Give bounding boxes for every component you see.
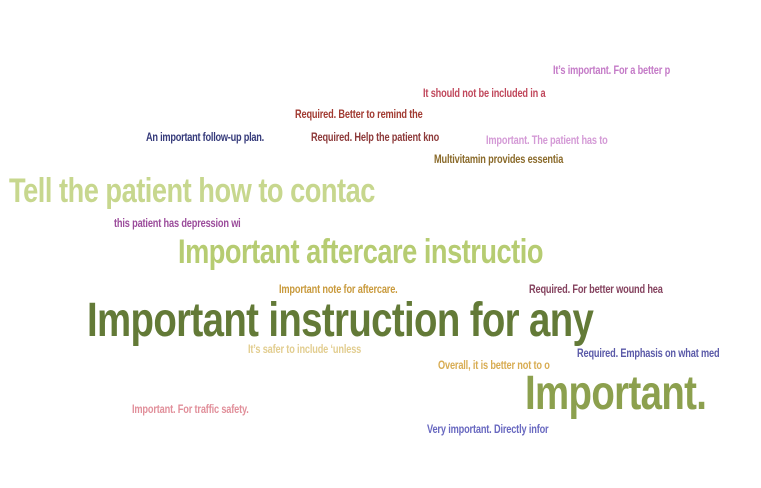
- word-cloud-word: Required. Better to remind the: [295, 109, 423, 121]
- word-cloud-word: Important. The patient has to: [486, 135, 608, 147]
- word-cloud-word: Important.: [525, 367, 707, 420]
- word-cloud-word: Tell the patient how to contac: [9, 172, 375, 210]
- word-cloud-word: It’s safer to include ‘unless: [248, 344, 362, 356]
- word-cloud-word: Important aftercare instructio: [178, 233, 543, 271]
- word-cloud-word: Important instruction for any: [87, 294, 594, 347]
- word-cloud-word: Required. Help the patient kno: [311, 132, 440, 144]
- word-cloud-word: Overall, it is better not to o: [438, 360, 550, 372]
- word-cloud-word: Important note for aftercare.: [279, 284, 398, 296]
- word-cloud-word: Required. For better wound hea: [529, 284, 663, 296]
- word-cloud-word: Very important. Directly infor: [427, 424, 549, 436]
- word-cloud-word: this patient has depression wi: [114, 218, 241, 230]
- word-cloud-word: It should not be included in a: [423, 88, 546, 100]
- word-cloud-word: It’s important. For a better p: [553, 65, 671, 77]
- word-cloud-word: Important. For traffic safety.: [132, 404, 249, 416]
- word-cloud-word: An important follow-up plan.: [146, 132, 264, 144]
- word-cloud-word: Required. Emphasis on what med: [577, 348, 720, 360]
- word-cloud-word: Multivitamin provides essentia: [434, 154, 564, 166]
